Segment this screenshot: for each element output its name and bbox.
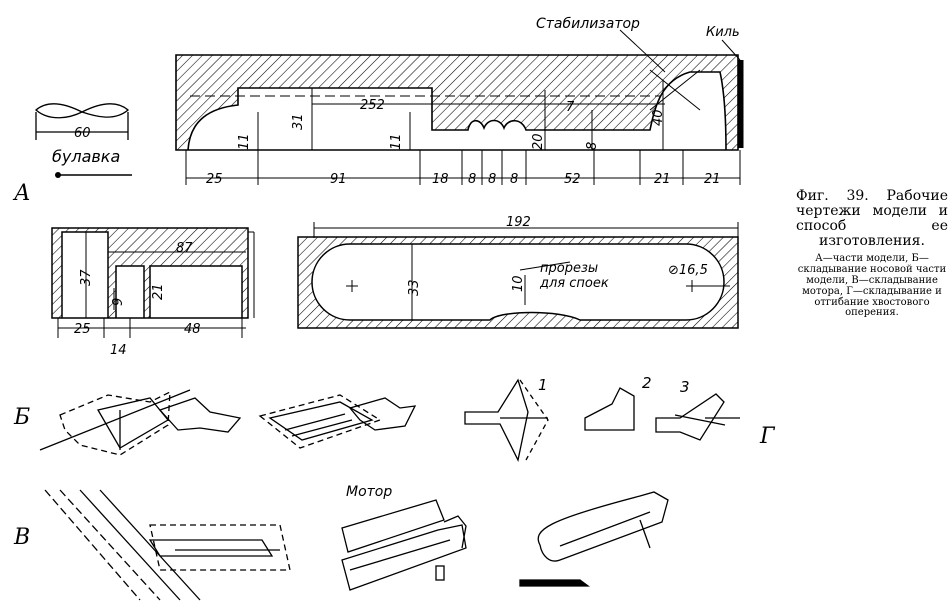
dim-33: 33 bbox=[407, 279, 422, 296]
dim-52: 52 bbox=[564, 172, 581, 187]
dim-11-right: 11 bbox=[389, 133, 404, 150]
propeller-drawing bbox=[35, 103, 129, 140]
section-label-a: А bbox=[12, 181, 31, 206]
step-number-3: 3 bbox=[680, 378, 690, 396]
dim-48: 48 bbox=[184, 322, 201, 337]
label-slots: прорезы для споек bbox=[539, 261, 609, 291]
motor-folding-step-1 bbox=[44, 489, 291, 601]
dim-10: 10 bbox=[511, 275, 526, 292]
tail-step-3 bbox=[655, 393, 740, 441]
label-slots-line-1: прорезы bbox=[540, 261, 598, 276]
caption-body: А—части модели, Б—складывание носовой ча… bbox=[797, 253, 947, 319]
dim-18: 18 bbox=[432, 172, 449, 187]
caption-title: Фиг. 39. Рабочие чертежи модели и способ… bbox=[796, 188, 948, 250]
nose-dimension-lines bbox=[57, 232, 246, 338]
dim-21-nose: 21 bbox=[151, 283, 166, 300]
fuselage-part bbox=[175, 54, 744, 151]
label-keel: Киль bbox=[706, 25, 740, 40]
dim-60: 60 bbox=[74, 126, 91, 141]
dim-91: 91 bbox=[330, 172, 347, 187]
fuselage-dimension-lines bbox=[185, 80, 741, 185]
dim-20: 20 bbox=[531, 133, 546, 150]
label-motor: Мотор bbox=[346, 484, 392, 500]
dim-31: 31 bbox=[291, 113, 306, 130]
tail-step-1 bbox=[464, 378, 549, 462]
dim-14: 14 bbox=[110, 343, 127, 358]
dim-9: 9 bbox=[111, 298, 126, 306]
label-stabilizer: Стабилизатор bbox=[536, 16, 640, 32]
dim-11-left: 11 bbox=[237, 133, 252, 150]
step-number-1: 1 bbox=[538, 376, 548, 394]
dim-8-c: 8 bbox=[510, 172, 518, 187]
dim-252: 252 bbox=[360, 98, 385, 113]
motor-folding-step-2 bbox=[341, 499, 467, 591]
section-label-g: Г bbox=[759, 424, 776, 449]
dim-21-b: 21 bbox=[704, 172, 721, 187]
dim-25: 25 bbox=[206, 172, 223, 187]
tail-step-2 bbox=[584, 387, 635, 431]
figure-caption: Фиг. 39. Рабочие чертежи модели и способ… bbox=[796, 188, 948, 319]
dim-37: 37 bbox=[79, 269, 94, 286]
label-slots-line-2: для споек bbox=[539, 276, 609, 291]
wing-dimension-lines bbox=[313, 222, 739, 320]
pin-drawing bbox=[55, 172, 132, 178]
dim-25-nose: 25 bbox=[74, 322, 91, 337]
step-number-2: 2 bbox=[642, 374, 652, 392]
dim-8-a: 8 bbox=[468, 172, 476, 187]
dim-8-b: 8 bbox=[488, 172, 496, 187]
dim-radius-16-5: ⊘16,5 bbox=[668, 263, 708, 278]
dim-8-tail: 8 bbox=[585, 142, 600, 150]
dim-40: 40 bbox=[651, 109, 666, 126]
dim-7: 7 bbox=[566, 100, 575, 115]
motor-folding-step-3 bbox=[519, 491, 669, 587]
wing-part bbox=[297, 236, 739, 329]
dim-87: 87 bbox=[176, 241, 193, 256]
label-pin: булавка bbox=[52, 147, 120, 166]
nose-folding-step-1 bbox=[39, 389, 242, 456]
section-label-b: Б bbox=[13, 405, 30, 430]
section-label-v: В bbox=[13, 525, 30, 550]
keel-leader bbox=[721, 39, 741, 61]
nose-folding-step-2 bbox=[258, 394, 417, 449]
dim-192: 192 bbox=[506, 215, 531, 230]
stabilizer-leader bbox=[619, 29, 666, 73]
dim-21-a: 21 bbox=[654, 172, 671, 187]
